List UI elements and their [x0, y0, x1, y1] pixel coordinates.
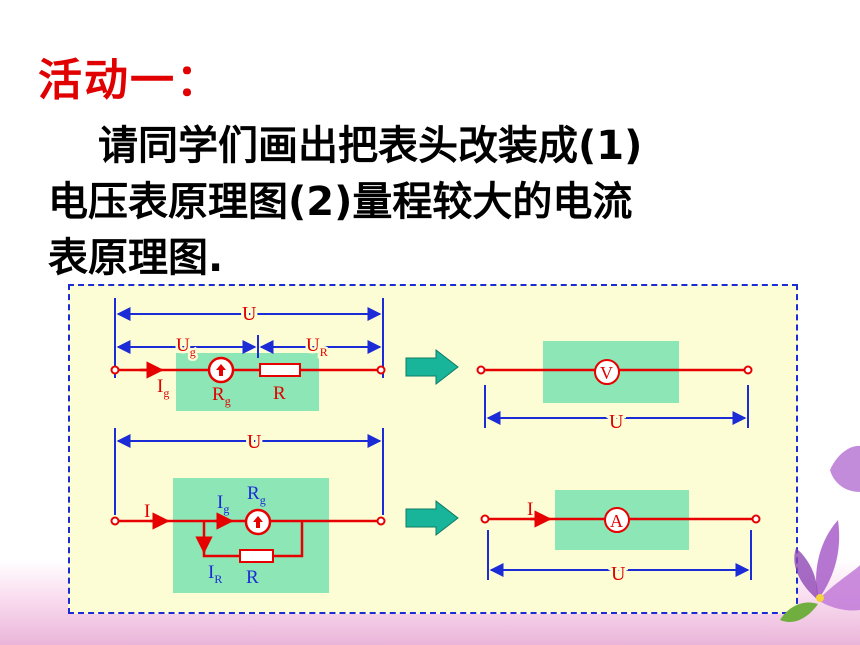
- voltmeter-equivalent: V U: [476, 341, 753, 436]
- voltmeter-voltage-label: U: [609, 411, 624, 433]
- galvanometer-voltage-label: U: [176, 335, 190, 356]
- svg-text:Ug: Ug: [176, 335, 196, 359]
- voltmeter-circuit-box: [176, 353, 319, 411]
- terminal-left: [110, 365, 120, 375]
- ammeter-galvanometer-current-label: I: [217, 492, 223, 513]
- galvanometer-voltage-subscript: g: [190, 345, 196, 359]
- resistor-voltage-label: U: [306, 335, 320, 356]
- ammeter-circuit: U I Ig Rg IR R: [110, 428, 386, 593]
- shunt-branch-wire: [202, 521, 240, 558]
- total-current-label: I: [144, 501, 150, 522]
- task-line-1: 请同学们画出把表头改装成(1): [98, 123, 643, 169]
- svg-text:Rg: Rg: [212, 384, 231, 408]
- slide-title: 活动一：: [38, 55, 222, 106]
- voltmeter-circuit: U Ug UR Ig Rg R: [110, 298, 386, 411]
- task-line-2: 电压表原理图(2)量程较大的电流: [48, 179, 633, 225]
- current-label: I: [157, 376, 163, 397]
- ammeter-galvanometer-icon: [244, 508, 272, 536]
- ammeter-galvanometer-current-subscript: g: [223, 502, 229, 516]
- resistor-label: R: [273, 383, 286, 404]
- ammeter-equivalent: I A U: [480, 490, 761, 588]
- voltmeter-icon: [594, 359, 620, 385]
- svg-text:Ig: Ig: [217, 492, 229, 516]
- ammeter-icon: [604, 507, 630, 533]
- svg-text:Ig: Ig: [157, 376, 169, 400]
- total-voltage-label: U: [242, 303, 257, 325]
- ammeter-galvanometer-resistance-label: R: [247, 483, 260, 504]
- voltmeter-symbol: V: [600, 363, 613, 383]
- shunt-current-subscript: R: [214, 572, 222, 586]
- ammeter-equivalent-voltage-label: U: [611, 563, 626, 585]
- terminal-right: [376, 365, 386, 375]
- svg-text:IR: IR: [208, 562, 222, 586]
- galvanometer-resistance-subscript: g: [225, 394, 231, 408]
- galvanometer-icon: [207, 356, 235, 384]
- current-subscript: g: [163, 386, 169, 400]
- resistor-icon: [259, 363, 301, 377]
- shunt-resistor-icon: [239, 549, 274, 563]
- transform-arrow-icon-2: [405, 499, 459, 537]
- shunt-resistor-label: R: [246, 567, 259, 588]
- ammeter-current-label: I: [527, 499, 533, 520]
- resistor-voltage-subscript: R: [320, 345, 328, 359]
- flower-decoration-icon: [780, 445, 860, 623]
- svg-text:Rg: Rg: [247, 483, 266, 507]
- ammeter-galvanometer-resistance-subscript: g: [260, 493, 266, 507]
- svg-text:UR: UR: [306, 335, 328, 359]
- task-line-3: 表原理图.: [48, 235, 224, 281]
- ammeter-voltage-label: U: [247, 431, 262, 453]
- task-description: 请同学们画出把表头改装成(1) 电压表原理图(2)量程较大的电流 表原理图.: [48, 118, 850, 286]
- transform-arrow-icon: [405, 348, 459, 386]
- ammeter-symbol: A: [610, 511, 623, 531]
- galvanometer-resistance-label: R: [212, 384, 225, 405]
- shunt-current-label: I: [208, 562, 214, 583]
